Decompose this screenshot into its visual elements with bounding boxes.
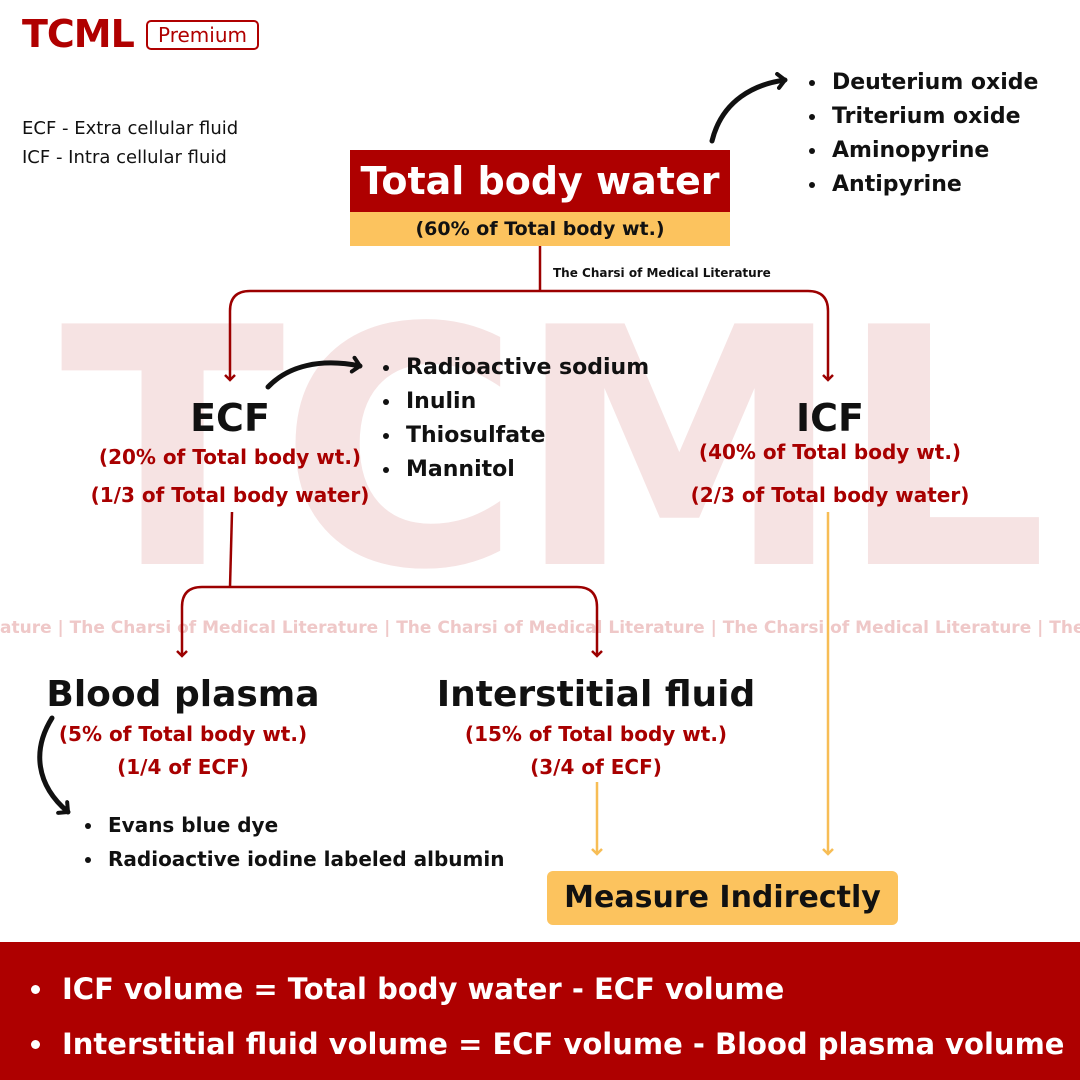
ecf-percent: (20% of Total body wt.) [98, 445, 362, 469]
list-item: Deuterium oxide [828, 66, 1038, 100]
watermark-strip: ature | The Charsi of Medical Literature… [0, 618, 1080, 638]
list-item: Evans blue dye [104, 808, 504, 842]
total-body-water-percent: (60% of Total body wt.) [350, 212, 730, 246]
ecf-connector [228, 511, 234, 588]
tbw-to-icf-arrow [540, 289, 834, 382]
tbw-markers-arrow [709, 71, 788, 144]
list-item: Antipyrine [828, 168, 1038, 202]
credit-text: The Charsi of Medical Literature [553, 266, 771, 280]
tbw-marker-list: Deuterium oxide Triterium oxide Aminopyr… [806, 66, 1038, 202]
list-item: Interstitial fluid volume = ECF volume -… [56, 1017, 1080, 1072]
ecf-markers-arrow [265, 355, 363, 390]
plasma-markers-arrow [37, 715, 71, 815]
tbw-to-ecf-arrow [224, 289, 540, 382]
blood-plasma-marker-list: Evans blue dye Radioactive iodine labele… [82, 808, 504, 876]
ecf-to-plasma-arrow [176, 585, 230, 658]
total-body-water-title: Total body water [350, 150, 730, 212]
formula-footer: ICF volume = Total body water - ECF volu… [0, 942, 1080, 1080]
list-item: Aminopyrine [828, 134, 1038, 168]
formula-list: ICF volume = Total body water - ECF volu… [0, 942, 1080, 1072]
icf-fraction: (2/3 of Total body water) [690, 483, 970, 507]
list-item: Mannitol [402, 453, 649, 487]
list-item: Radioactive iodine labeled albumin [104, 842, 504, 876]
interstitial-fluid-percent: (15% of Total body wt.) [464, 722, 728, 746]
list-item: Thiosulfate [402, 419, 649, 453]
icf-percent: (40% of Total body wt.) [698, 440, 962, 464]
watermark-logo: TCML [60, 258, 1048, 642]
list-item: Triterium oxide [828, 100, 1038, 134]
interstitial-fluid-fraction: (3/4 of ECF) [530, 755, 662, 779]
measure-indirectly-box: Measure Indirectly [547, 871, 898, 925]
legend-icf: ICF - Intra cellular fluid [22, 147, 227, 168]
list-item: ICF volume = Total body water - ECF volu… [56, 962, 1080, 1017]
ecf-to-isf-arrow [230, 585, 603, 658]
ecf-title: ECF [190, 396, 270, 440]
brand-logo: TCML [22, 12, 135, 56]
list-item: Inulin [402, 385, 649, 419]
icf-title: ICF [796, 396, 864, 440]
blood-plasma-fraction: (1/4 of ECF) [117, 755, 249, 779]
abbreviation-legend: ECF - Extra cellular fluid ICF - Intra c… [22, 114, 238, 172]
ecf-fraction: (1/3 of Total body water) [90, 483, 370, 507]
ecf-marker-list: Radioactive sodium Inulin Thiosulfate Ma… [380, 351, 649, 487]
interstitial-fluid-title: Interstitial fluid [436, 674, 756, 715]
premium-badge: Premium [146, 20, 259, 50]
list-item: Radioactive sodium [402, 351, 649, 385]
legend-ecf: ECF - Extra cellular fluid [22, 118, 239, 139]
blood-plasma-title: Blood plasma [46, 674, 320, 715]
blood-plasma-percent: (5% of Total body wt.) [58, 722, 308, 746]
